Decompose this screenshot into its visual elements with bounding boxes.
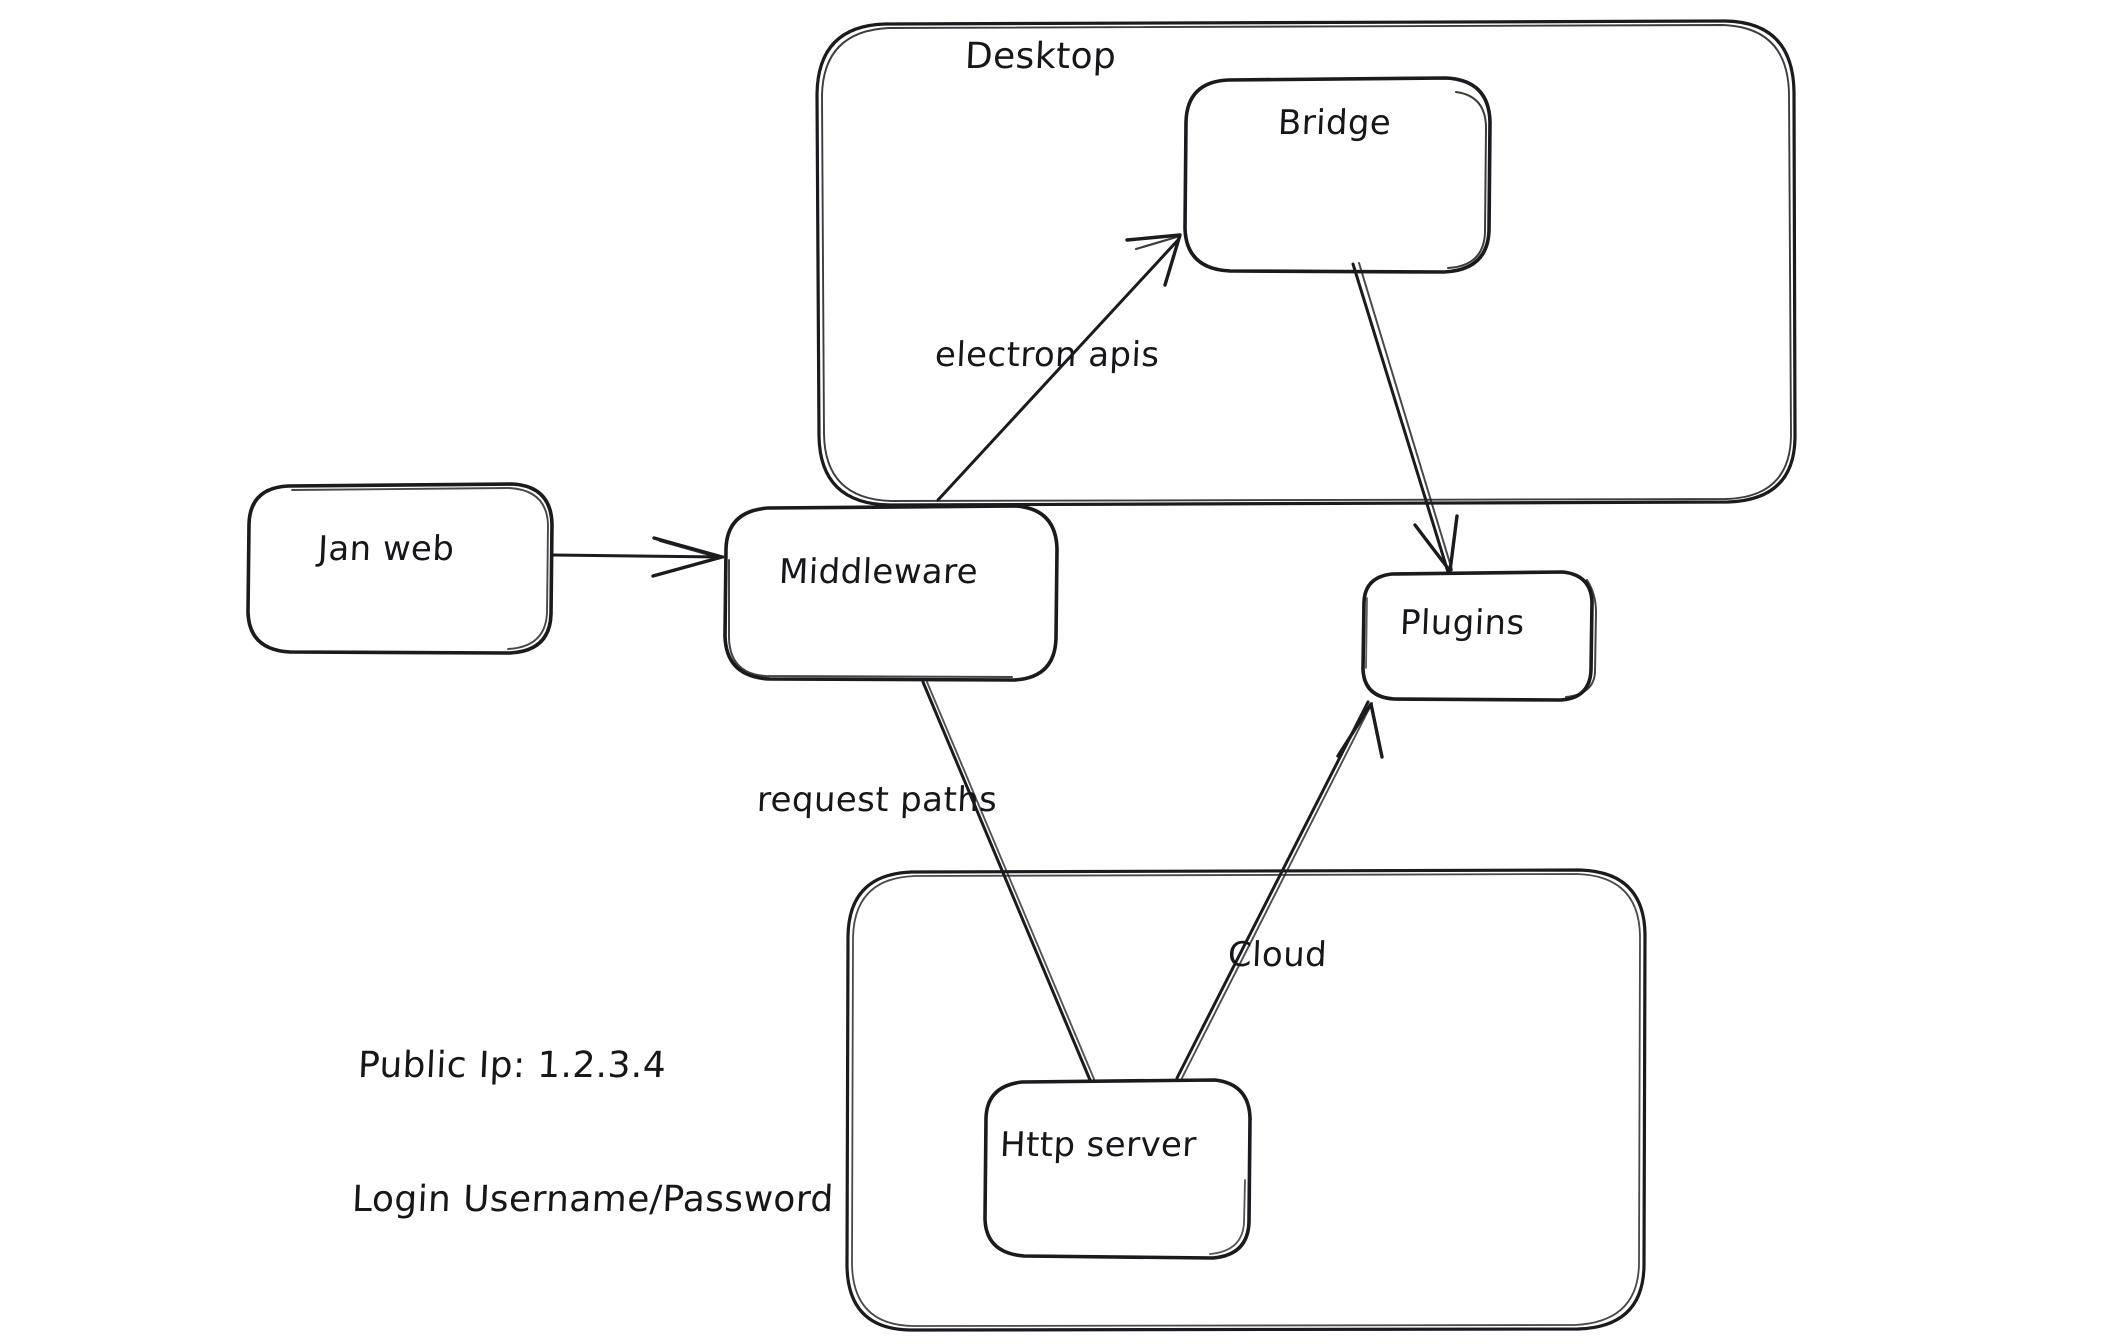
node-middleware[interactable] — [725, 506, 1057, 680]
node-bridge[interactable] — [1185, 78, 1490, 272]
node-jan-web[interactable] — [248, 484, 552, 653]
note-public-ip: Public Ip: 1.2.3.4 — [357, 1045, 668, 1087]
note-credentials: Public Ip: 1.2.3.4 Login Username/Passwo… — [347, 955, 844, 1312]
edge-label-request-paths: request paths — [756, 780, 999, 820]
node-plugins[interactable] — [1363, 572, 1592, 700]
edge-janweb-to-middleware — [551, 536, 725, 578]
node-http-server[interactable] — [985, 1080, 1250, 1258]
note-login: Login Username/Password — [351, 1179, 835, 1221]
